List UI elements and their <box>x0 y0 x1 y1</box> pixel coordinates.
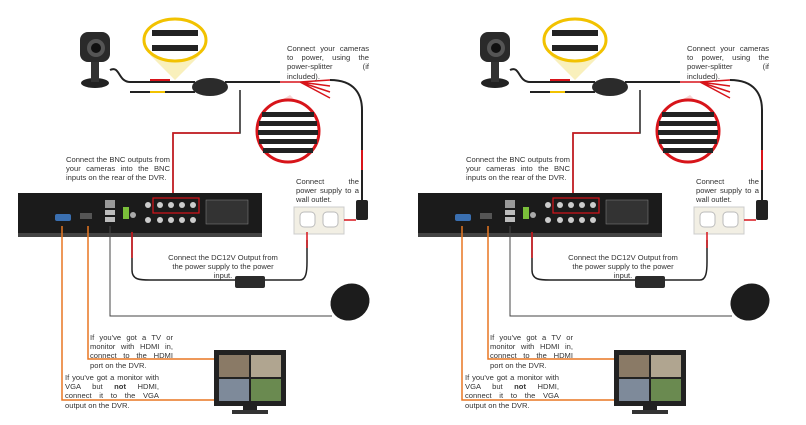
connector-zoom-inset <box>542 17 608 63</box>
dc-power-note: Connect the DC12V Output from the power … <box>568 253 678 281</box>
diagram-panel: Connect your cameras to power, using the… <box>18 17 370 414</box>
bnc-note: Connect the BNC outputs from your camera… <box>66 155 170 183</box>
mouse-icon <box>330 283 370 321</box>
vga-note-text: If you've got a monitor with VGA but <box>65 373 159 392</box>
camera-icon <box>80 32 110 88</box>
vga-note-text: If you've got a monitor with VGA but <box>465 373 559 392</box>
vga-note: If you've got a monitor with VGA but not… <box>65 373 159 410</box>
dvr-recorder-icon <box>418 193 662 237</box>
dvr-recorder-icon <box>18 193 262 237</box>
vga-note: If you've got a monitor with VGA but not… <box>465 373 559 410</box>
vga-note-text: HDMI, connect it to the VGA output on th… <box>65 382 159 410</box>
wall-outlet-icon <box>293 206 345 235</box>
monitor-icon <box>614 350 686 414</box>
bnc-note: Connect the BNC outputs from your camera… <box>466 155 570 183</box>
vga-note-emphasis: not <box>114 382 126 392</box>
wall-outlet-icon <box>693 206 745 235</box>
power-adapter-icon <box>756 200 768 220</box>
camera-icon <box>480 32 510 88</box>
wall-outlet-note: Connect the power supply to a wall outle… <box>696 177 759 205</box>
hdmi-note: If you've got a TV or monitor with HDMI … <box>90 333 173 370</box>
diagram-graphics <box>18 17 370 414</box>
hdmi-note: If you've got a TV or monitor with HDMI … <box>490 333 573 370</box>
monitor-icon <box>214 350 286 414</box>
mouse-icon <box>730 283 770 321</box>
diagram-panel: Connect your cameras to power, using the… <box>400 0 803 425</box>
splitter-note: Connect your cameras to power, using the… <box>687 44 769 81</box>
power-brick-icon <box>235 276 265 288</box>
wall-outlet-note: Connect the power supply to a wall outle… <box>296 177 359 205</box>
power-brick-icon <box>635 276 665 288</box>
cable-coil-icon <box>192 78 228 96</box>
power-adapter-icon <box>356 200 368 220</box>
cable-coil-icon <box>592 78 628 96</box>
connector-zoom-inset <box>142 17 208 63</box>
vga-note-text: HDMI, connect it to the VGA output on th… <box>465 382 559 410</box>
vga-note-emphasis: not <box>514 382 526 392</box>
splitter-note: Connect your cameras to power, using the… <box>287 44 369 81</box>
dc-power-note: Connect the DC12V Output from the power … <box>168 253 278 281</box>
diagram-graphics <box>418 17 770 414</box>
